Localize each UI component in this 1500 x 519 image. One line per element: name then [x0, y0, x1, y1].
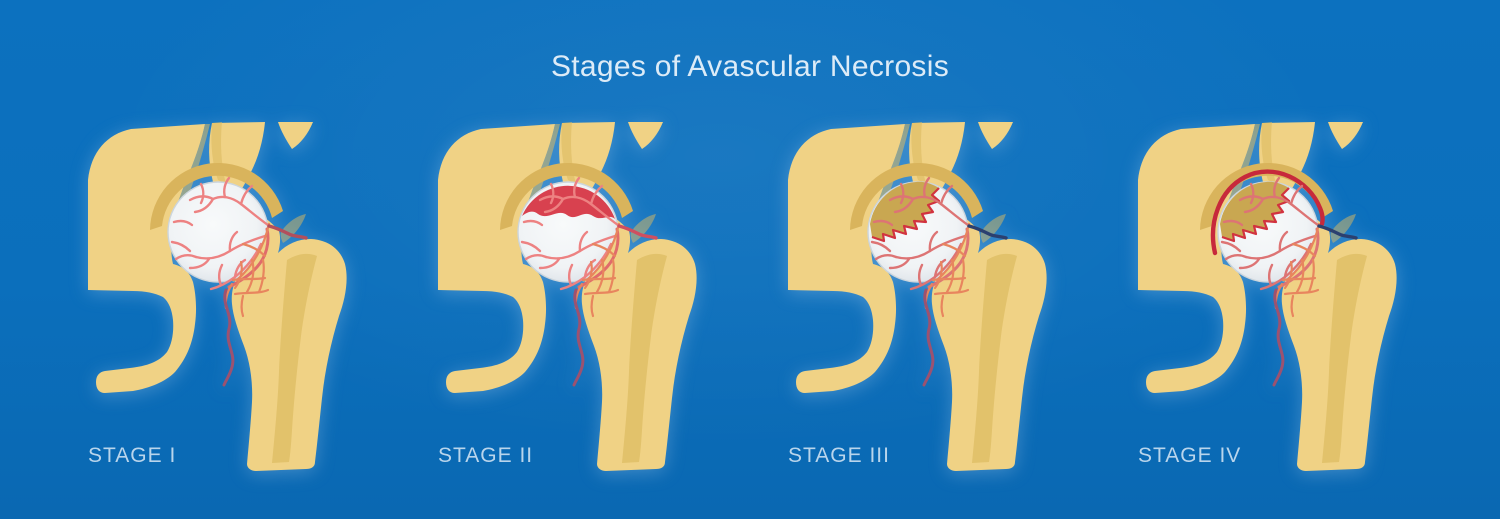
lateral-vessel — [1317, 224, 1358, 240]
descending-vessel — [572, 288, 585, 387]
page-title: Stages of Avascular Necrosis — [550, 50, 950, 83]
stage-label: STAGE I — [88, 444, 177, 467]
hip-joint-illustration — [438, 122, 697, 471]
descending-vessel — [922, 288, 935, 387]
necrotic-area — [522, 185, 615, 219]
femoral-neck-wedge — [1282, 222, 1322, 282]
pelvis-and-femur-bones — [438, 122, 697, 471]
acetabulum — [150, 162, 283, 230]
descending-vessel — [222, 288, 235, 387]
stage-panel-2: STAGE II — [425, 110, 775, 500]
retinacular-vessels — [224, 222, 271, 318]
epiphyseal-blood-vessels — [520, 176, 620, 291]
femoral-neck-wedge — [932, 222, 972, 282]
femur-shading — [272, 253, 317, 463]
stage-label: STAGE II — [438, 444, 534, 467]
inflamed-rim — [1210, 169, 1325, 256]
fracture-line — [1221, 187, 1291, 243]
pelvis-and-femur-bones — [788, 122, 1047, 471]
trochanter-shading — [980, 214, 1006, 243]
lateral-vessel — [967, 224, 1008, 240]
retinacular-vessels — [574, 222, 621, 318]
epiphyseal-blood-vessels — [870, 176, 970, 291]
stage-label: STAGE III — [788, 444, 890, 467]
stage-panels-row: STAGE I — [75, 110, 1475, 500]
hip-joint-illustration — [788, 122, 1047, 471]
retinacular-vessels — [924, 222, 971, 318]
trochanter-shading — [1330, 214, 1356, 243]
stage-panel-4: STAGE IV — [1125, 110, 1475, 500]
stage-label: STAGE IV — [1138, 444, 1242, 467]
descending-vessel — [1272, 288, 1285, 387]
trochanter-shading — [630, 214, 656, 243]
iliac-crest-corner — [978, 122, 1013, 149]
epiphyseal-blood-vessels — [1220, 176, 1320, 291]
lateral-vessel — [267, 224, 308, 240]
femoral-neck-wedge — [582, 222, 622, 282]
stage-panel-3: STAGE III — [775, 110, 1125, 500]
stage-panel-1: STAGE I — [75, 110, 425, 500]
hip-joint-illustration — [1138, 122, 1397, 471]
lateral-vessel — [617, 224, 658, 240]
femoral-neck-wedge — [232, 222, 272, 282]
femur-shading — [622, 253, 667, 463]
retinacular-vessels — [1274, 222, 1321, 318]
femur-shading — [972, 253, 1017, 463]
femur-shading — [1322, 253, 1367, 463]
pelvis-and-femur-bones — [88, 122, 347, 471]
acetabulum — [850, 162, 983, 230]
acetabulum — [500, 162, 633, 230]
pelvis-and-femur-bones — [1138, 122, 1397, 471]
hip-joint-illustration — [88, 122, 347, 471]
iliac-crest-corner — [628, 122, 663, 149]
iliac-crest-corner — [278, 122, 313, 149]
trochanter-shading — [280, 214, 306, 243]
fracture-line — [871, 187, 941, 243]
iliac-crest-corner — [1328, 122, 1363, 149]
